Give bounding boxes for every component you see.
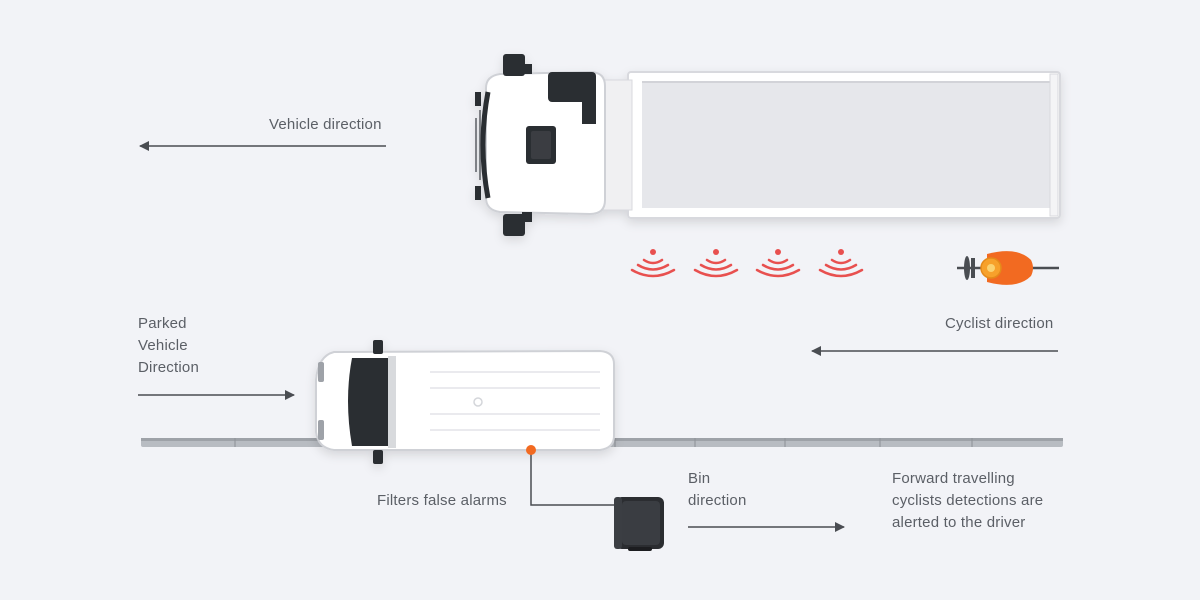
parked-vehicle-direction-label: Parked Vehicle Direction: [138, 315, 199, 376]
wheelie-bin-icon: [614, 497, 664, 551]
radar-signal-icon: [755, 249, 801, 278]
radar-signal-icon: [693, 249, 739, 278]
radar-signal-icon: [818, 249, 864, 278]
sensor-callout: [526, 445, 615, 506]
sensor-marker: [526, 445, 536, 455]
radar-signal-icon: [630, 249, 676, 278]
vehicle-direction-label: Vehicle direction: [269, 116, 382, 133]
cyclist-icon: [957, 251, 1059, 285]
cyclist-direction-label: Cyclist direction: [945, 315, 1054, 332]
forward-travelling-label: Forward travelling cyclists detections a…: [892, 470, 1044, 531]
truck-top-view: [475, 54, 1061, 236]
van-top-view: [315, 340, 615, 464]
filters-false-alarms-label: Filters false alarms: [377, 492, 507, 509]
radar-signals: [630, 249, 864, 278]
bin-direction-label: Bin direction: [688, 470, 747, 509]
